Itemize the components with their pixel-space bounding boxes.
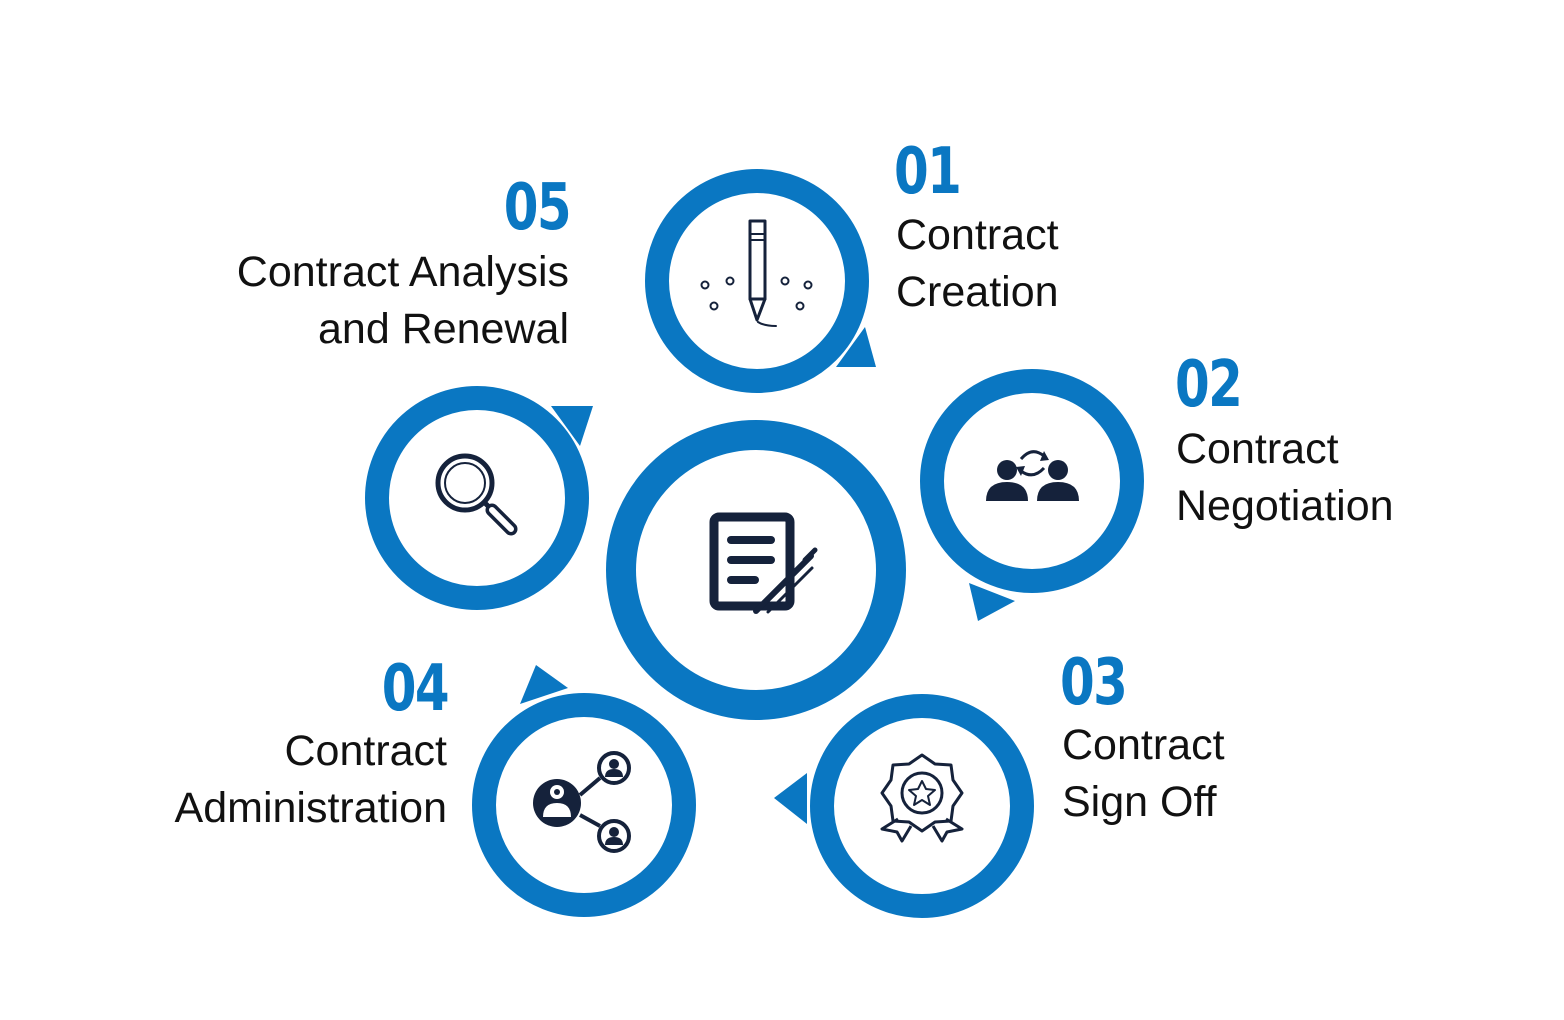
center-ring — [606, 420, 906, 720]
step-02-number: 02 — [1175, 348, 1243, 422]
step-04-label-line2: Administration — [174, 784, 447, 832]
step-05-label-line1: Contract Analysis — [236, 248, 569, 296]
step-03-label-line1: Contract — [1062, 721, 1225, 769]
step-04-label: Contract Administration — [175, 723, 447, 837]
step-01-label-line1: Contract — [896, 211, 1059, 259]
step-02-label: Contract Negotiation — [1176, 421, 1394, 535]
step-03-label: Contract Sign Off — [1062, 717, 1225, 831]
step-01-arrow — [836, 327, 876, 367]
step-05-number: 05 — [503, 171, 572, 245]
step-05-label-line2: and Renewal — [317, 305, 569, 353]
step-03-label-line2: Sign Off — [1062, 778, 1217, 826]
step-05-label: Contract Analysis and Renewal — [237, 244, 569, 358]
step-04-arrow — [520, 665, 568, 704]
step-01-label: Contract Creation — [896, 207, 1059, 321]
step-02-ring — [920, 369, 1144, 593]
step-01-ring — [645, 169, 869, 393]
negotiation-people-icon — [986, 450, 1079, 501]
network-people-icon — [533, 751, 631, 853]
step-02-label-line1: Contract — [1176, 425, 1339, 473]
step-03-number: 03 — [1060, 646, 1128, 720]
step-01-number: 01 — [894, 135, 962, 209]
step-03-ring — [810, 694, 1034, 918]
step-04-ring — [472, 693, 696, 917]
award-badge-icon — [880, 753, 964, 843]
step-02-arrow — [969, 583, 1015, 621]
magnifier-icon — [435, 453, 518, 536]
step-05-arrow — [551, 406, 593, 446]
step-03-arrow — [774, 773, 807, 824]
step-04-label-line1: Contract — [284, 727, 447, 775]
pencil-icon — [700, 219, 813, 327]
step-01-label-line2: Creation — [896, 268, 1059, 316]
step-02-label-line2: Negotiation — [1176, 482, 1394, 530]
document-edit-icon — [709, 512, 818, 614]
step-05-ring — [365, 386, 589, 610]
step-04-number: 04 — [381, 652, 450, 726]
